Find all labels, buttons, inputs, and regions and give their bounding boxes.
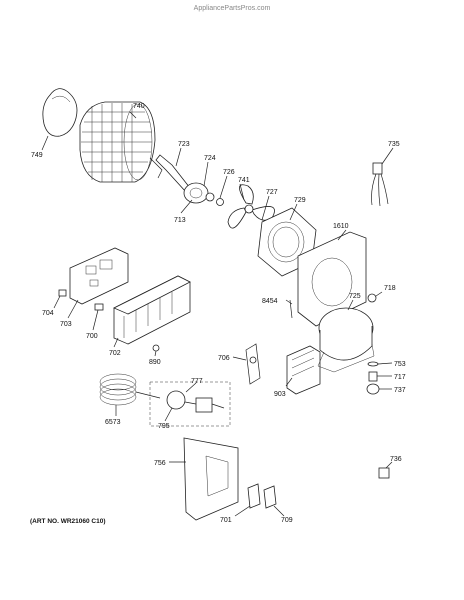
divider-panel-part[interactable] xyxy=(289,231,367,327)
grommet-part[interactable] xyxy=(205,192,215,202)
fan-blade-part[interactable] xyxy=(227,184,275,229)
callout-6573: 6573 xyxy=(105,419,121,426)
callout-777: 777 xyxy=(191,378,203,385)
callout-1610: 1610 xyxy=(333,223,349,230)
shroud-cover-part[interactable] xyxy=(42,88,78,137)
callout-709: 709 xyxy=(281,517,293,524)
connector-part[interactable] xyxy=(58,289,67,297)
callout-713: 713 xyxy=(174,217,186,224)
relay-part[interactable] xyxy=(286,345,321,395)
callout-795: 795 xyxy=(158,423,170,430)
condenser-coil-part[interactable] xyxy=(79,101,163,183)
electrical-box-part[interactable] xyxy=(113,275,191,345)
control-board-part[interactable] xyxy=(69,247,129,305)
callout-700: 700 xyxy=(86,333,98,340)
sleeve-717-part[interactable] xyxy=(368,371,378,382)
callout-735: 735 xyxy=(388,141,400,148)
art-number: (ART NO. WR21060 C10) xyxy=(30,518,106,525)
callout-8454: 8454 xyxy=(262,298,278,305)
callout-703: 703 xyxy=(60,321,72,328)
callout-736: 736 xyxy=(390,456,402,463)
spacer-part[interactable] xyxy=(216,198,224,206)
callout-723: 723 xyxy=(178,141,190,148)
callout-706: 706 xyxy=(218,355,230,362)
small-part-736[interactable] xyxy=(378,467,390,479)
callout-718: 718 xyxy=(384,285,396,292)
callout-725: 725 xyxy=(349,293,361,300)
callout-727: 727 xyxy=(266,189,278,196)
mounting-panel-part[interactable] xyxy=(183,437,239,521)
sensor-part[interactable] xyxy=(245,343,261,385)
callout-737: 737 xyxy=(394,387,406,394)
callout-702: 702 xyxy=(109,350,121,357)
callout-741: 741 xyxy=(238,177,250,184)
callout-717: 717 xyxy=(394,374,406,381)
callout-704: 704 xyxy=(42,310,54,317)
callout-724: 724 xyxy=(204,155,216,162)
clip-part[interactable] xyxy=(247,483,277,509)
callout-740: 740 xyxy=(133,103,145,110)
board-clip-part[interactable] xyxy=(94,303,104,311)
leader-lines xyxy=(41,111,394,517)
callout-756: 756 xyxy=(154,460,166,467)
callout-729: 729 xyxy=(294,197,306,204)
callout-726: 726 xyxy=(223,169,235,176)
grommet-718-part[interactable] xyxy=(367,293,377,303)
fan-motor-part[interactable] xyxy=(183,182,209,204)
washer-753-part[interactable] xyxy=(367,361,379,367)
wire-harness-part[interactable] xyxy=(371,162,389,207)
callout-749: 749 xyxy=(31,152,43,159)
callout-890: 890 xyxy=(149,359,161,366)
compressor-part[interactable] xyxy=(317,307,375,373)
motor-bracket-part[interactable] xyxy=(155,154,191,193)
nut-737-part[interactable] xyxy=(366,383,380,395)
callout-753: 753 xyxy=(394,361,406,368)
callout-903: 903 xyxy=(274,391,286,398)
water-valve-part[interactable] xyxy=(149,381,231,427)
watermark-text: AppliancePartsPros.com xyxy=(194,5,271,12)
callout-701: 701 xyxy=(220,517,232,524)
screw-part[interactable] xyxy=(152,344,160,352)
drain-tube-part[interactable] xyxy=(99,373,161,406)
